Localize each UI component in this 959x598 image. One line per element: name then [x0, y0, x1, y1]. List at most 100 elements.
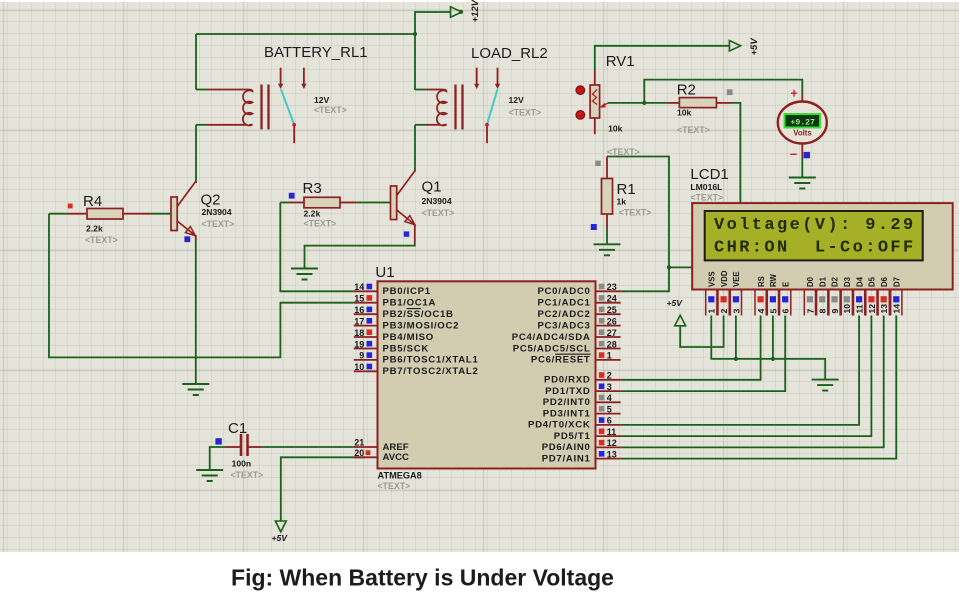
svg-text:6: 6	[781, 309, 791, 314]
svg-text:PD1/TXD: PD1/TXD	[545, 386, 590, 397]
svg-text:8: 8	[818, 309, 828, 314]
svg-text:AREF: AREF	[383, 442, 409, 453]
svg-text:13: 13	[879, 304, 889, 314]
svg-text:26: 26	[607, 316, 617, 326]
svg-text:12V: 12V	[509, 95, 525, 105]
svg-text:+: +	[790, 87, 797, 101]
svg-text:<TEXT>: <TEXT>	[509, 108, 542, 118]
svg-text:2N3904: 2N3904	[202, 207, 232, 217]
svg-text:<TEXT>: <TEXT>	[378, 481, 411, 491]
svg-text:PD4/T0/XCK: PD4/T0/XCK	[528, 420, 590, 431]
svg-text:D5: D5	[868, 276, 877, 287]
svg-text:3: 3	[731, 309, 741, 314]
svg-text:1: 1	[607, 351, 612, 361]
svg-text:13: 13	[607, 449, 617, 459]
svg-text:RV1: RV1	[606, 53, 635, 70]
svg-text:3: 3	[607, 382, 612, 392]
svg-text:ATMEGA8: ATMEGA8	[378, 471, 422, 481]
svg-text:LM016L: LM016L	[690, 182, 722, 192]
svg-text:24: 24	[607, 294, 617, 304]
svg-text:12V: 12V	[314, 95, 330, 105]
svg-text:14: 14	[354, 282, 364, 292]
svg-text:PD3/INT1: PD3/INT1	[543, 408, 591, 419]
svg-text:PB6/TOSC1/XTAL1: PB6/TOSC1/XTAL1	[383, 355, 479, 366]
svg-text:<TEXT>: <TEXT>	[231, 470, 264, 480]
svg-text:RW: RW	[769, 274, 778, 287]
svg-text:7: 7	[805, 309, 815, 314]
svg-text:PC2/ADC2: PC2/ADC2	[537, 309, 590, 320]
svg-text:12: 12	[867, 304, 877, 314]
svg-text:<TEXT>: <TEXT>	[314, 105, 347, 115]
svg-text:PD6/AIN0: PD6/AIN0	[542, 442, 591, 453]
svg-text:Q1: Q1	[422, 179, 442, 196]
svg-text:BATTERY_RL1: BATTERY_RL1	[264, 44, 368, 61]
svg-text:D0: D0	[806, 276, 815, 287]
svg-text:U1: U1	[375, 264, 394, 281]
svg-text:12: 12	[607, 438, 617, 448]
svg-text:PC0/ADC0: PC0/ADC0	[537, 286, 590, 297]
svg-text:16: 16	[354, 305, 364, 315]
svg-text:4: 4	[607, 393, 612, 403]
svg-text:PB2/SS/OC1B: PB2/SS/OC1B	[383, 309, 454, 320]
svg-text:18: 18	[354, 328, 364, 338]
svg-text:PC3/ADC3: PC3/ADC3	[537, 320, 590, 331]
svg-text:+12V: +12V	[470, 0, 481, 23]
svg-text:4: 4	[756, 309, 766, 314]
svg-text:Volts: Volts	[793, 129, 812, 138]
svg-text:10k: 10k	[608, 124, 623, 134]
svg-text:<TEXT>: <TEXT>	[619, 208, 652, 218]
svg-text:10: 10	[842, 304, 852, 314]
svg-text:1k: 1k	[617, 197, 627, 207]
svg-text:6: 6	[607, 416, 612, 426]
svg-text:Fig: When Battery is Under Vol: Fig: When Battery is Under Voltage	[231, 565, 614, 591]
svg-text:<TEXT>: <TEXT>	[85, 235, 118, 245]
svg-text:2N3904: 2N3904	[422, 196, 452, 206]
svg-text:PD0/RXD: PD0/RXD	[544, 375, 590, 386]
svg-text:+9.27: +9.27	[790, 119, 815, 128]
svg-text:+5V: +5V	[272, 533, 289, 543]
svg-text:R4: R4	[83, 193, 102, 210]
svg-text:VSS: VSS	[708, 271, 717, 287]
svg-text:Voltage(V): 9.29: Voltage(V): 9.29	[714, 216, 916, 235]
svg-text:E: E	[781, 282, 790, 287]
svg-text:15: 15	[354, 294, 364, 304]
svg-text:14: 14	[892, 304, 902, 314]
svg-text:PD2/INT0: PD2/INT0	[543, 397, 591, 408]
svg-text:R1: R1	[617, 181, 636, 198]
svg-text:+5V: +5V	[667, 298, 684, 308]
svg-text:<TEXT>: <TEXT>	[690, 193, 723, 203]
svg-text:28: 28	[607, 339, 617, 349]
svg-text:Q2: Q2	[201, 192, 221, 209]
svg-text:PB4/MISO: PB4/MISO	[383, 332, 434, 343]
svg-text:2.2k: 2.2k	[86, 224, 103, 234]
svg-text:PC6/RESET: PC6/RESET	[531, 355, 591, 366]
svg-text:11: 11	[607, 427, 617, 437]
svg-text:C1: C1	[228, 420, 247, 437]
svg-text:10: 10	[354, 362, 364, 372]
svg-text:D2: D2	[831, 276, 840, 287]
svg-text:CHR:ON L-Co:OFF: CHR:ON L-Co:OFF	[714, 239, 916, 258]
svg-text:PB1/OC1A: PB1/OC1A	[383, 298, 437, 309]
svg-text:5: 5	[607, 404, 612, 414]
svg-text:PB7/TOSC2/XTAL2: PB7/TOSC2/XTAL2	[383, 366, 479, 377]
svg-text:19: 19	[354, 339, 364, 349]
svg-text:5: 5	[768, 309, 778, 314]
svg-text:20: 20	[354, 448, 364, 458]
svg-text:PC1/ADC1: PC1/ADC1	[537, 298, 590, 309]
svg-text:D4: D4	[855, 276, 864, 287]
svg-text:<TEXT>: <TEXT>	[304, 219, 337, 229]
svg-text:2: 2	[719, 309, 729, 314]
svg-text:23: 23	[607, 282, 617, 292]
svg-text:9: 9	[359, 351, 364, 361]
svg-text:PD5/T1: PD5/T1	[554, 431, 591, 442]
svg-text:PC4/ADC4/SDA: PC4/ADC4/SDA	[512, 332, 591, 343]
svg-text:D1: D1	[818, 276, 827, 287]
svg-text:−: −	[790, 148, 797, 162]
svg-text:<TEXT>: <TEXT>	[202, 219, 235, 229]
svg-text:2.2k: 2.2k	[304, 209, 321, 219]
svg-text:<TEXT>: <TEXT>	[422, 208, 455, 218]
svg-text:VEE: VEE	[732, 271, 741, 287]
svg-text:9: 9	[830, 309, 840, 314]
svg-text:<TEXT>: <TEXT>	[677, 125, 710, 135]
svg-text:D7: D7	[893, 277, 902, 287]
